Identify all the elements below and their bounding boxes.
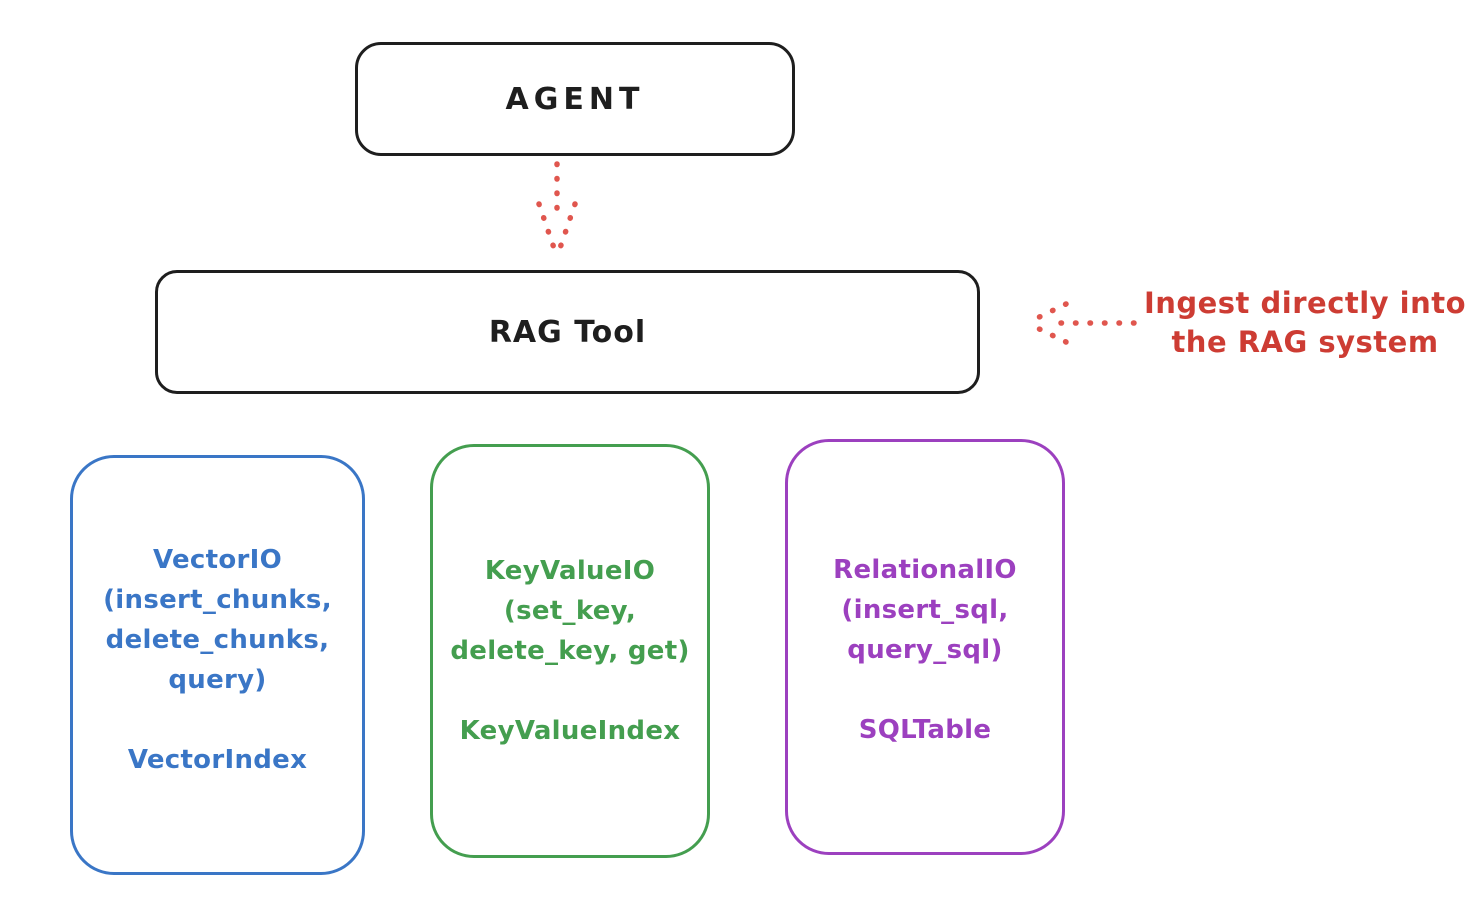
relational-io-line-2: (insert_sql, — [841, 595, 1009, 625]
rag-tool-label: RAG Tool — [488, 314, 647, 350]
vector-io-line-1: VectorIO — [152, 545, 283, 575]
keyvalue-io-line-3: delete_key, get) — [450, 636, 690, 666]
rag-tool-node: RAG Tool — [155, 270, 980, 394]
relational-io-line-3: query_sql) — [847, 635, 1003, 665]
keyvalue-io-line-1: KeyValueIO — [484, 556, 656, 586]
keyvalue-index-label: KeyValueIndex — [459, 716, 681, 746]
vector-io-lines: VectorIO (insert_chunks, delete_chunks, … — [73, 540, 362, 700]
agent-node: AGENT — [355, 42, 795, 156]
sql-table-label: SQLTable — [858, 715, 992, 745]
ingest-annotation-line-1: Ingest directly into — [1143, 286, 1467, 320]
vector-io-node: VectorIO (insert_chunks, delete_chunks, … — [70, 455, 365, 875]
keyvalue-io-lines: KeyValueIO (set_key, delete_key, get) — [433, 551, 707, 671]
ingest-dotted-left-arrow-icon — [1024, 301, 1137, 345]
ingest-annotation: Ingest directly into the RAG system — [1135, 284, 1475, 362]
relational-io-text: RelationalIO (insert_sql, query_sql) SQL… — [788, 442, 1062, 750]
relational-io-node: RelationalIO (insert_sql, query_sql) SQL… — [785, 439, 1065, 855]
keyvalue-io-line-2: (set_key, — [503, 596, 637, 626]
vector-io-line-2: (insert_chunks, — [103, 585, 332, 615]
agent-label: AGENT — [505, 81, 645, 117]
vector-io-text: VectorIO (insert_chunks, delete_chunks, … — [73, 458, 362, 780]
keyvalue-io-text: KeyValueIO (set_key, delete_key, get) Ke… — [433, 447, 707, 751]
keyvalue-io-node: KeyValueIO (set_key, delete_key, get) Ke… — [430, 444, 710, 858]
vector-io-line-4: query) — [168, 665, 267, 695]
vector-index-label: VectorIndex — [127, 745, 308, 775]
relational-io-lines: RelationalIO (insert_sql, query_sql) — [788, 550, 1062, 670]
agent-to-rag-dotted-arrow-icon — [536, 161, 578, 257]
ingest-annotation-line-2: the RAG system — [1171, 325, 1439, 359]
relational-io-line-1: RelationalIO — [833, 555, 1017, 585]
vector-io-line-3: delete_chunks, — [105, 625, 330, 655]
